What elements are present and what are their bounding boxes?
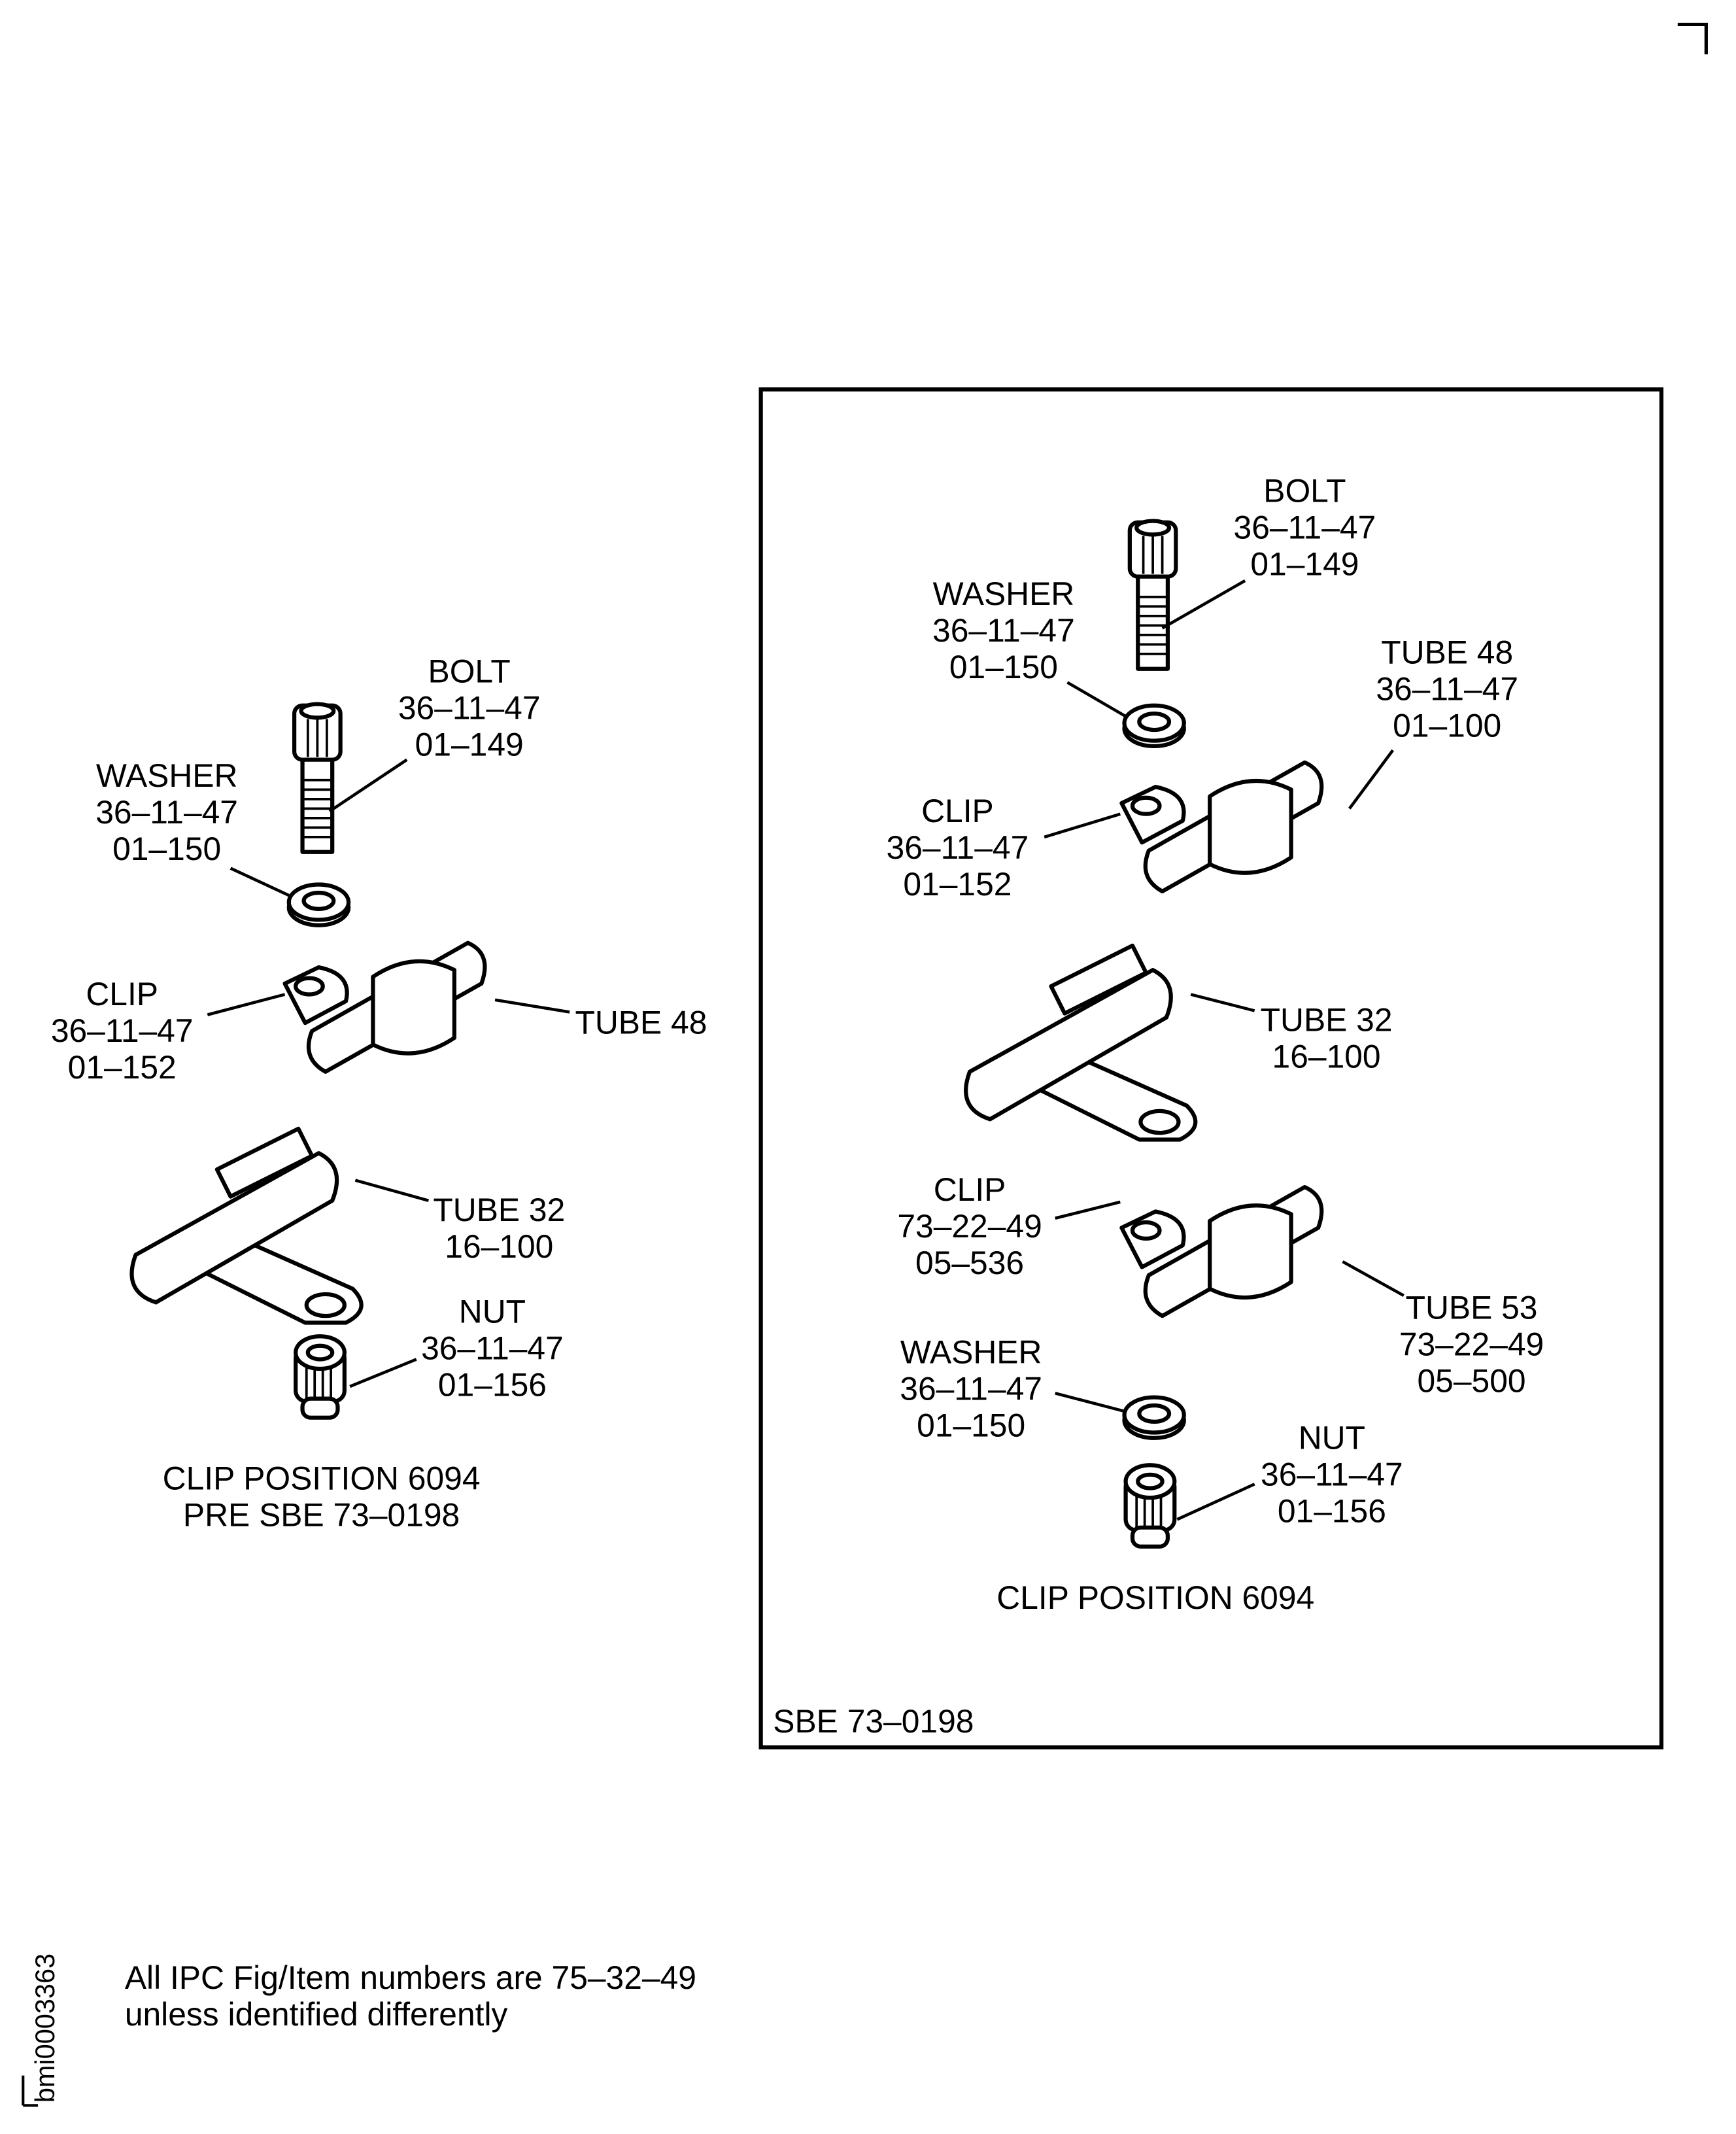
bolt-part <box>1130 521 1176 669</box>
leader-lines <box>1044 579 1404 1521</box>
corner-mark <box>1677 22 1708 55</box>
right-caption: CLIP POSITION 6094 <box>996 1579 1314 1616</box>
clip-tube48-part <box>1121 763 1321 891</box>
sbe-frame <box>758 387 1664 1749</box>
washer-part <box>289 885 349 925</box>
nut-part <box>296 1336 345 1417</box>
drawing-id-bracket <box>22 2075 39 2107</box>
washer-part <box>1125 706 1184 746</box>
leader-lines <box>207 758 570 1388</box>
tube32-part <box>966 946 1195 1140</box>
clip-tube48-part <box>285 943 485 1072</box>
clip-tube53-part <box>1121 1187 1321 1316</box>
tube48-label: TUBE 48 <box>575 1005 707 1041</box>
nut-part <box>1126 1465 1175 1546</box>
tube32-part <box>131 1129 361 1323</box>
sbe-box-label: SBE 73–0198 <box>773 1703 974 1740</box>
washer-part <box>1125 1398 1184 1438</box>
drawing-id: bmi0003363 <box>29 1953 60 2103</box>
bolt-part <box>294 704 341 852</box>
